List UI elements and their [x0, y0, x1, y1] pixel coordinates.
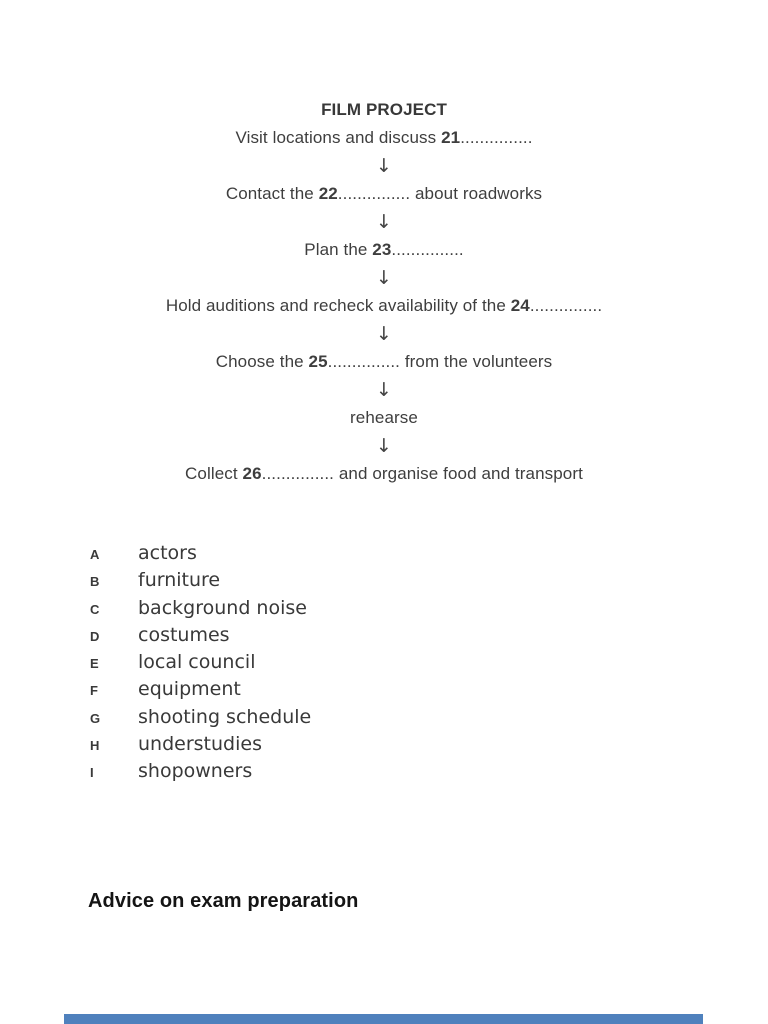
gap-dots: ...............: [261, 464, 335, 483]
gap-number-25: 25: [308, 352, 328, 371]
flow-step-23: Plan the 23...............: [304, 240, 464, 259]
next-section-heading: Advice on exam preparation: [88, 889, 359, 912]
gap-dots: ...............: [327, 352, 400, 371]
down-arrow-icon: ↓: [375, 211, 393, 233]
gap-dots: ...............: [391, 240, 464, 259]
flow-step-21: Visit locations and discuss 21..........…: [235, 128, 533, 147]
option-label: shopowners: [138, 760, 253, 783]
option-letter: B: [90, 574, 100, 590]
option-label: equipment: [138, 678, 241, 701]
gap-dots: ...............: [529, 296, 603, 315]
gap-dots: ...............: [460, 128, 533, 147]
option-letter: A: [90, 547, 100, 562]
gap-number-21: 21: [441, 128, 461, 147]
option-label: background noise: [138, 596, 307, 619]
flowchart-title: FILM PROJECT: [321, 100, 447, 119]
gap-dots: ...............: [337, 184, 411, 203]
option-letter: F: [90, 683, 98, 699]
option-label: actors: [138, 542, 197, 564]
option-letter: D: [90, 628, 100, 644]
option-label: local council: [138, 651, 256, 674]
page-bottom-accent-bar: [64, 1014, 703, 1024]
flowchart: FILM PROJECT Visit locations and discuss…: [0, 0, 768, 488]
down-arrow-icon: ↓: [375, 379, 393, 401]
gap-number-23: 23: [372, 240, 392, 259]
flow-step-rehearse: rehearse: [350, 408, 418, 427]
down-arrow-icon: ↓: [375, 435, 393, 457]
option-label: shooting schedule: [138, 705, 312, 728]
option-letter: I: [90, 765, 94, 781]
option-label: understudies: [138, 733, 262, 756]
option-letter: C: [90, 601, 100, 617]
option-label: furniture: [138, 569, 221, 592]
flow-step-26: Collect 26............... and organise f…: [185, 464, 583, 483]
gap-number-26: 26: [242, 464, 262, 483]
gap-number-22: 22: [318, 184, 338, 203]
option-letter: H: [90, 738, 100, 754]
down-arrow-icon: ↓: [375, 155, 393, 177]
flow-step-24: Hold auditions and recheck availability …: [165, 296, 603, 315]
gap-number-24: 24: [510, 296, 530, 315]
option-label: costumes: [138, 623, 230, 646]
option-letter: G: [90, 710, 101, 726]
flow-step-25: Choose the 25............... from the vo…: [215, 352, 553, 371]
down-arrow-icon: ↓: [375, 323, 393, 345]
option-letter: E: [90, 656, 99, 672]
down-arrow-icon: ↓: [375, 267, 393, 289]
flow-step-22: Contact the 22............... about road…: [225, 184, 543, 203]
